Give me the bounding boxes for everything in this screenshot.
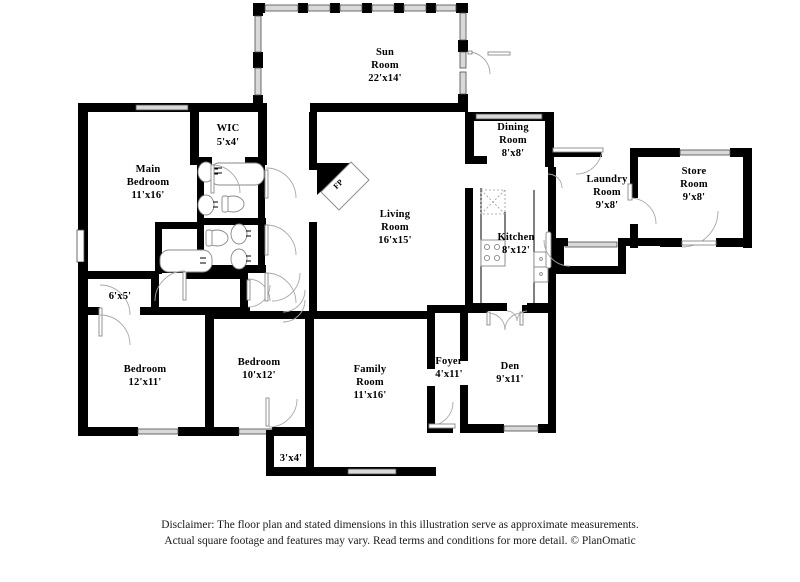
family-room-name2: Room xyxy=(356,377,384,388)
room-label-store-room: Store Room 9'x8' xyxy=(680,166,708,203)
den-dim: 9'x11' xyxy=(496,374,523,385)
laundry-room-dim: 9'x8' xyxy=(596,200,619,211)
room-label-laundry-room: Laundry Room 9'x8' xyxy=(586,174,628,211)
room-label-foyer: Foyer 4'x11' xyxy=(435,356,462,380)
room-label-family-room: Family Room 11'x16' xyxy=(354,364,387,401)
doors xyxy=(98,50,719,429)
family-room-name: Family xyxy=(354,364,387,375)
living-room-dim: 16'x15' xyxy=(378,235,412,246)
foyer-dim: 4'x11' xyxy=(435,369,462,380)
sun-room-name2: Room xyxy=(371,60,399,71)
fixtures xyxy=(159,161,552,303)
dining-room-name2: Room xyxy=(499,135,527,146)
dining-room-dim: 8'x8' xyxy=(502,148,525,159)
main-bedroom-name: Main xyxy=(136,164,161,175)
disclaimer-line-1: Disclaimer: The floor plan and stated di… xyxy=(161,519,639,531)
main-bedroom-name2: Bedroom xyxy=(127,177,170,188)
sun-room-name: Sun xyxy=(376,47,394,58)
wic-name: WIC xyxy=(217,123,240,134)
room-labels: Sun Room 22'x14' WIC 5'x4' Main Bedroom … xyxy=(109,47,708,464)
fireplace: FP xyxy=(320,161,370,211)
room-label-dining-room: Dining Room 8'x8' xyxy=(497,122,529,159)
living-room-name2: Room xyxy=(381,222,409,233)
main-bedroom-dim: 11'x16' xyxy=(132,190,165,201)
small-closet-dim: 3'x4' xyxy=(280,453,303,464)
laundry-room-name2: Room xyxy=(593,187,621,198)
bedroom-3-dim: 10'x12' xyxy=(242,370,276,381)
store-room-name2: Room xyxy=(680,179,708,190)
sun-room-dim: 22'x14' xyxy=(368,73,402,84)
den-name: Den xyxy=(501,361,520,372)
disclaimer: Disclaimer: The floor plan and stated di… xyxy=(0,518,800,549)
room-label-bedroom-3: Bedroom 10'x12' xyxy=(238,357,281,381)
laundry-room-name: Laundry xyxy=(586,174,628,185)
hall-closet-dim: 6'x5' xyxy=(109,291,132,302)
family-room-dim: 11'x16' xyxy=(354,390,387,401)
store-room-dim: 9'x8' xyxy=(683,192,706,203)
foyer-name: Foyer xyxy=(435,356,462,367)
room-label-main-bedroom: Main Bedroom 11'x16' xyxy=(127,164,170,201)
room-label-kitchen: Kitchen 8'x12' xyxy=(498,232,535,256)
store-room-name: Store xyxy=(682,166,707,177)
room-label-bedroom-2: Bedroom 12'x11' xyxy=(124,364,167,388)
disclaimer-line-2: Actual square footage and features may v… xyxy=(164,534,636,547)
bedroom-2-dim: 12'x11' xyxy=(129,377,162,388)
living-room-name: Living xyxy=(380,209,411,220)
room-label-den: Den 9'x11' xyxy=(496,361,523,385)
kitchen-name: Kitchen xyxy=(498,232,535,243)
bedroom-3-name: Bedroom xyxy=(238,357,281,368)
wic-dim: 5'x4' xyxy=(217,137,240,148)
room-label-sun-room: Sun Room 22'x14' xyxy=(368,47,402,84)
bedroom-2-name: Bedroom xyxy=(124,364,167,375)
kitchen-dim: 8'x12' xyxy=(502,245,530,256)
room-label-wic: WIC 5'x4' xyxy=(217,123,240,148)
dining-room-name: Dining xyxy=(497,122,529,133)
room-label-living-room: Living Room 16'x15' xyxy=(378,209,412,246)
room-label-small-closet: 3'x4' xyxy=(280,453,303,464)
room-label-hall-closet: 6'x5' xyxy=(109,291,132,302)
